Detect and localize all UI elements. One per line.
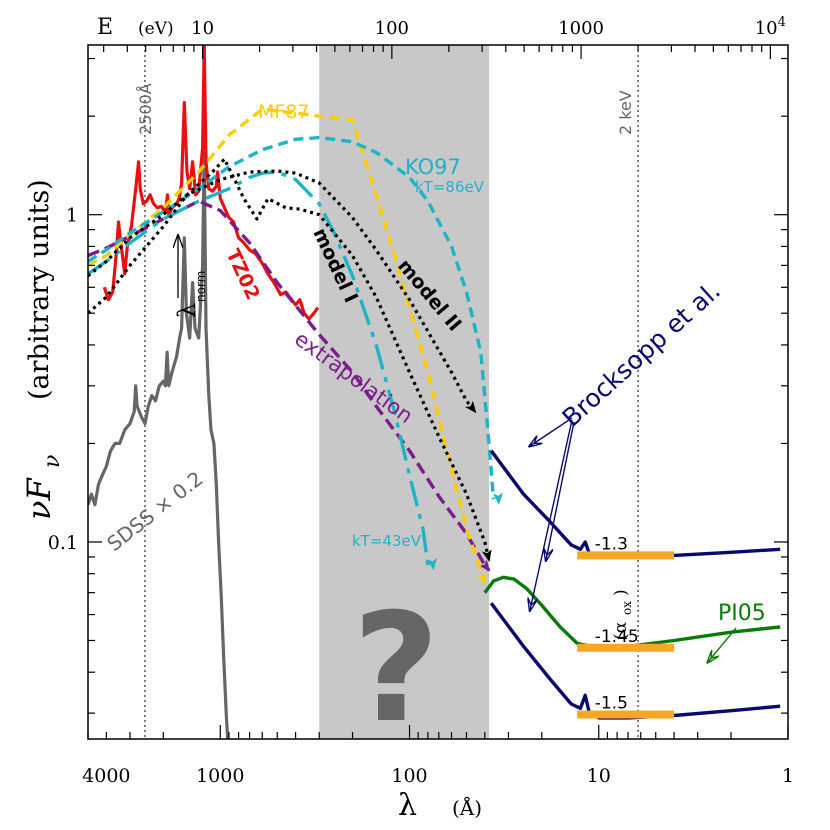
brocksopp-arrow-1 — [530, 417, 573, 446]
alpha-ox-value-2: -1.45 — [595, 627, 639, 647]
x-tick-label: 4000 — [82, 765, 130, 787]
top-tick-label-exponent: 4 — [778, 15, 786, 30]
alpha-ox-bar-1 — [577, 551, 675, 560]
pi05-arrow — [708, 627, 737, 662]
brocksopp-arrow-3 — [546, 421, 575, 560]
alpha-ox-bar-2 — [577, 643, 675, 652]
label-kt43: kT=43eV — [352, 532, 422, 550]
label-mf87: MF87 — [258, 101, 310, 123]
y-tick-label: 1 — [66, 205, 78, 227]
question-mark: ? — [352, 582, 439, 756]
lambda-norm-label: λ — [173, 303, 201, 318]
series-line-brocksopp-et-al-2 — [489, 602, 781, 720]
top-tick-label: 1000 — [558, 18, 604, 39]
reference-label-2keV: 2 keV — [616, 90, 635, 135]
top-tick-label: 10 — [191, 18, 214, 39]
y-axis-symbol-sub: ν — [40, 455, 65, 468]
alpha-ox-label-end: ) — [611, 589, 631, 596]
series-line-pi05 — [483, 575, 781, 650]
series-line-ko97 — [88, 135, 503, 505]
label-kt86: kT=86eV — [415, 178, 485, 196]
series-line-extrapolation — [88, 199, 491, 572]
top-tick-label: 104 — [755, 15, 786, 39]
x-axis-label: λ — [398, 788, 417, 823]
alpha-ox-value-1: -1.3 — [595, 534, 628, 554]
y-tick-label: 0.1 — [48, 532, 78, 554]
y-axis-symbol: νF — [20, 477, 58, 520]
label-ko97: KO97 — [405, 155, 461, 179]
label-pi05: PI05 — [718, 601, 766, 626]
top-axis-unit: (eV) — [138, 19, 174, 39]
top-axis-prefix: E — [97, 15, 113, 40]
series-line-mf87 — [88, 107, 487, 585]
alpha-ox-bar-3 — [577, 710, 675, 719]
plot-frame — [87, 44, 789, 740]
lambda-norm-sub: norm — [194, 271, 208, 302]
series-line-sdss-0-2 — [88, 150, 230, 739]
x-axis-unit: (Å) — [452, 795, 482, 820]
label-brocksopp: Brocksopp et al. — [557, 276, 726, 433]
series-line-model-i — [88, 157, 492, 563]
top-tick-label: 100 — [375, 18, 409, 39]
alpha-ox-sub: ox — [620, 601, 634, 615]
series-line-brocksopp-et-al-1 — [489, 449, 781, 559]
x-tick-label: 10 — [587, 765, 611, 787]
reference-label-2500A: 2500Å — [136, 83, 155, 135]
y-axis-label: (arbitrary units) — [24, 179, 55, 400]
x-tick-label: 100 — [391, 765, 427, 787]
x-tick-label: 1 — [782, 765, 794, 787]
alpha-ox-value-3: -1.5 — [595, 694, 628, 714]
x-tick-label: 1000 — [196, 765, 244, 787]
label-sdss: SDSS × 0.2 — [102, 466, 207, 556]
alpha-ox-label: (α — [611, 621, 631, 640]
brocksopp-arrow-2 — [530, 419, 573, 610]
